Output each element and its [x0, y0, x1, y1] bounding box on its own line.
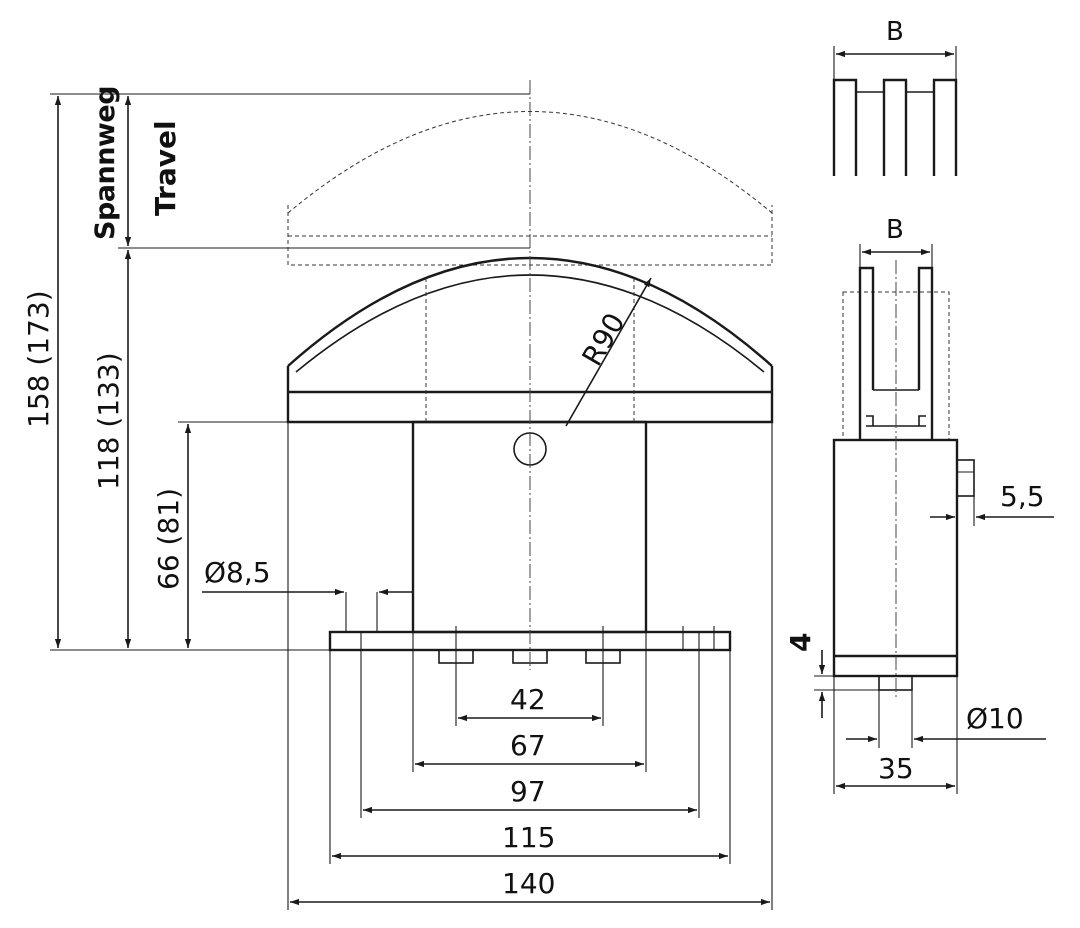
dim-115-label: 115 [502, 821, 555, 854]
dim-d85-label: Ø8,5 [204, 556, 271, 589]
dim-67-label: 67 [510, 729, 546, 762]
groove-detail-view: B [832, 17, 958, 176]
dim-d10-label: Ø10 [966, 702, 1024, 735]
dim-4-label: 4 [784, 633, 817, 652]
dim-118-label: 118 (133) [92, 352, 125, 490]
travel-label: Travel [149, 120, 182, 216]
side-view: B 5,5 4 [784, 215, 1054, 794]
b-side-label: B [886, 215, 904, 245]
dim-42-label: 42 [510, 683, 546, 716]
dim-55-label: 5,5 [1000, 480, 1045, 513]
dim-66-label: 66 (81) [152, 488, 185, 590]
dim-35-label: 35 [878, 752, 914, 785]
front-view: R90 158 (173) Spannweg Travel 118 (133) … [22, 80, 774, 910]
radius-label: R90 [575, 307, 631, 371]
radius-leader [565, 277, 652, 427]
spannweg-label: Spannweg [90, 86, 121, 240]
dim-140-label: 140 [502, 867, 555, 900]
dim-158-label: 158 (173) [22, 290, 55, 428]
dim-97-label: 97 [510, 775, 546, 808]
b-top-label: B [886, 17, 904, 47]
